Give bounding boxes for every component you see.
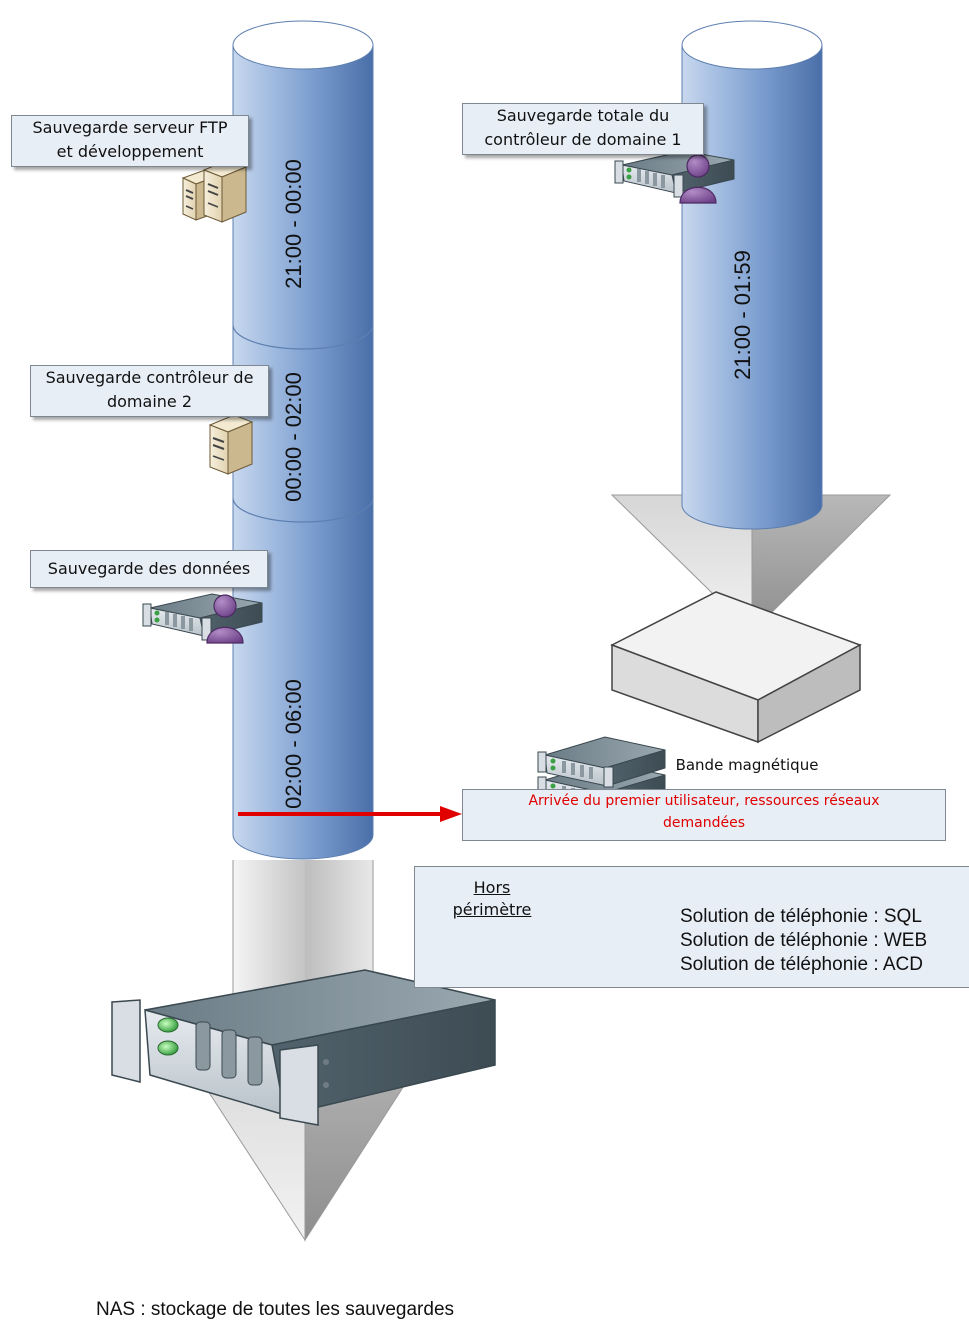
data-user-icon <box>206 594 244 644</box>
callout-line: Sauvegarde totale du <box>496 106 670 125</box>
callout-line: et développement <box>56 142 204 161</box>
telephony-sql: Solution de téléphonie : SQL <box>680 906 922 927</box>
callout-ftp-dev-backup: Sauvegarde serveur FTP et développement <box>11 115 249 167</box>
domain-controller-1-server-icon <box>614 150 735 198</box>
nas-server-icon <box>111 969 496 1126</box>
domain-controller-2-icon <box>208 414 254 475</box>
callout-dc1-full-backup: Sauvegarde totale du contrôleur de domai… <box>462 103 704 155</box>
first-user-alert: Arrivée du premier utilisateur, ressourc… <box>462 789 946 841</box>
main-cylinder <box>232 20 374 860</box>
out-of-scope-title: Hors périmètre <box>452 877 532 921</box>
segment-time-3: 02:00 - 06:00 <box>281 679 306 809</box>
out-of-scope-box <box>414 866 969 988</box>
tape-label: Bande magnétique <box>675 756 819 774</box>
callout-line: domaine 2 <box>106 392 193 411</box>
callout-line: Sauvegarde des données <box>47 559 251 578</box>
alert-line: Arrivée du premier utilisateur, ressourc… <box>528 793 880 809</box>
telephony-acd: Solution de téléphonie : ACD <box>680 954 923 975</box>
out-of-scope-title-line: Hors <box>473 878 511 897</box>
segment-time-2: 00:00 - 02:00 <box>281 372 306 502</box>
callout-line: contrôleur de domaine 1 <box>484 130 682 149</box>
alert-line: demandées <box>663 815 745 831</box>
tape-device-icon <box>610 591 862 744</box>
callout-dc2-backup: Sauvegarde contrôleur de domaine 2 <box>30 365 269 417</box>
nas-label: NAS : stockage de toutes les sauvegardes <box>95 1299 455 1320</box>
telephony-web: Solution de téléphonie : WEB <box>680 930 928 951</box>
out-of-scope-title-line: périmètre <box>452 900 532 919</box>
segment-time-1: 21:00 - 00:00 <box>281 159 306 289</box>
callout-line: Sauvegarde contrôleur de <box>45 368 254 387</box>
domain-controller-1-user-icon <box>679 154 717 204</box>
tape-cylinder <box>681 20 823 530</box>
tape-time: 21:00 - 01:59 <box>730 250 755 380</box>
callout-data-backup: Sauvegarde des données <box>30 550 268 588</box>
dev-server-icon <box>202 159 248 223</box>
first-user-arrow <box>238 806 462 822</box>
callout-line: Sauvegarde serveur FTP <box>32 118 228 137</box>
